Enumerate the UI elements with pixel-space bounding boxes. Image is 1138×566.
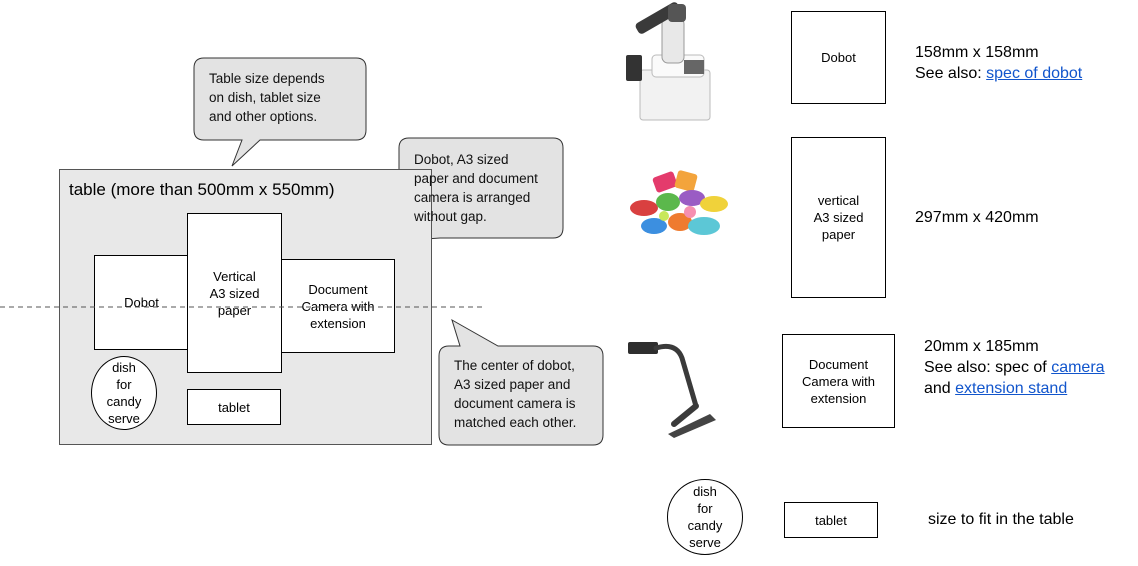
callout-center-bubble	[438, 318, 604, 446]
camera-size: 20mm x 185mm	[924, 338, 1039, 355]
layout-tablet-box: tablet	[187, 389, 281, 425]
camera-link[interactable]: camera	[1051, 359, 1105, 376]
dobot-see-also: See also: spec of dobot	[915, 63, 1082, 84]
camera-see-also: See also: spec of camera	[924, 357, 1105, 378]
callout-center-text: The center of dobot, A3 sized paper and …	[454, 358, 577, 430]
layout-dish: dish for candy serve	[91, 356, 157, 430]
legend-camera-box: Document Camera with extension	[782, 334, 895, 428]
candy-image	[630, 170, 728, 235]
camera-and-line: and extension stand	[924, 378, 1105, 399]
spec-of-dobot-link[interactable]: spec of dobot	[986, 65, 1083, 82]
layout-dobot-box: Dobot	[94, 255, 189, 350]
table-title: table (more than 500mm x 550mm)	[69, 180, 335, 199]
callout-arranged-text: Dobot, A3 sized paper and document camer…	[414, 152, 538, 224]
callout-table-size-bubble	[193, 57, 367, 167]
paper-size-text: 297mm x 420mm	[915, 209, 1039, 226]
extension-stand-link[interactable]: extension stand	[955, 380, 1068, 397]
legend-a3-paper-box: vertical A3 sized paper	[791, 137, 886, 298]
dobot-size-text: 158mm x 158mm See also: spec of dobot	[915, 42, 1082, 84]
dobot-see-also-prefix: See also:	[915, 65, 987, 82]
legend-tablet-box: tablet	[784, 502, 878, 538]
document-camera-image	[628, 342, 716, 438]
legend-dobot-box: Dobot	[791, 11, 886, 104]
legend-dish: dish for candy serve	[667, 479, 743, 555]
camera-size-text: 20mm x 185mm See also: spec of camera an…	[924, 336, 1105, 399]
tablet-size-text: size to fit in the table	[928, 511, 1074, 528]
camera-and-prefix: and	[924, 380, 956, 397]
camera-see-also-prefix: See also: spec of	[924, 359, 1052, 376]
layout-camera-box: Document Camera with extension	[281, 259, 395, 353]
robot-arm-image	[626, 2, 711, 121]
dobot-size: 158mm x 158mm	[915, 44, 1039, 61]
callout-table-size-text: Table size depends on dish, tablet size …	[209, 71, 325, 124]
layout-a3-paper-box: Vertical A3 sized paper	[187, 213, 282, 373]
